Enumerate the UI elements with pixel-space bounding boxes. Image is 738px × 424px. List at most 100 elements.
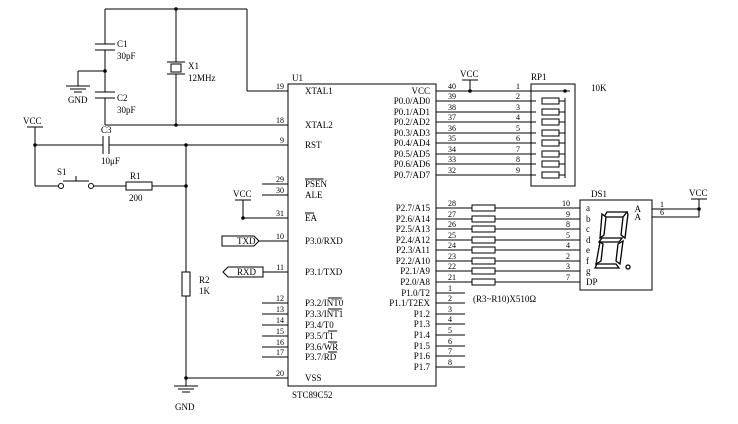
s1-ref: S1 [57, 167, 67, 177]
ds1-pin-name: d [586, 235, 591, 245]
vcc-label-chip: VCC [460, 69, 479, 79]
pin-number: 9 [280, 136, 284, 145]
vcc-label-reset: VCC [23, 116, 42, 126]
junction-dot [174, 7, 178, 11]
pin-number: 11 [276, 263, 284, 272]
ds1-common-pin-number: 1 [660, 200, 664, 209]
pin-name: ALE [305, 190, 323, 200]
pin-number: 2 [448, 294, 452, 303]
pin-name: P0.2/AD2 [394, 117, 430, 127]
capacitor-c2 [95, 91, 115, 99]
pin-name: P3.4/T0 [305, 320, 334, 330]
rp1-pin-number: 3 [516, 103, 520, 112]
rxd-port [222, 266, 264, 278]
pin-name: P2.2/A10 [396, 256, 431, 266]
capacitor-c3 [102, 136, 110, 154]
junction-dot [563, 89, 567, 93]
pin-name: P0.3/AD3 [394, 128, 431, 138]
segment-resistor [471, 225, 496, 233]
ds1-pin-name: b [586, 214, 591, 224]
pin-number: 17 [276, 348, 284, 357]
rp1-resistor [541, 150, 560, 158]
pin-number: 37 [448, 113, 456, 122]
pin-number: 40 [448, 82, 456, 91]
ds1-pin-name: g [586, 266, 591, 276]
ds1-pin-number: 5 [566, 231, 570, 240]
gnd-symbol-bottom [174, 385, 198, 393]
pin-name: P0.6/AD6 [394, 159, 431, 169]
rp1-resistor [541, 97, 560, 105]
r3-r10-label: (R3~R10)X510Ω [473, 294, 536, 304]
rp1-body [530, 83, 576, 187]
x1-value: 12MHz [188, 73, 216, 83]
pin-number: 1 [448, 284, 452, 293]
pin-number: 32 [448, 166, 456, 175]
pin-number: 21 [448, 273, 456, 282]
ds1-pin-number: 4 [566, 241, 570, 250]
r1-ref: R1 [130, 171, 141, 181]
ds1-body [579, 199, 653, 291]
r2-ref: R2 [199, 275, 210, 285]
junction-dot [697, 207, 701, 211]
pin-name: PSEN [305, 179, 328, 189]
pin-number: 12 [276, 294, 284, 303]
pin-name: P2.6/A14 [396, 214, 431, 224]
pin-number: 30 [276, 186, 284, 195]
gnd-label-top: GND [68, 95, 88, 105]
segment-resistor [471, 278, 496, 286]
junction-dot [184, 143, 188, 147]
pin-name: P3.2/INT0 [305, 298, 344, 308]
junction-dot [184, 184, 188, 188]
pin-number: 26 [448, 220, 456, 229]
pin-name: P1.3 [414, 319, 431, 329]
txd-label: TXD [237, 236, 256, 246]
pin-number: 22 [448, 262, 456, 271]
x1-ref: X1 [188, 61, 199, 71]
ds1-pin-number: 10 [562, 199, 570, 208]
pin-number: 13 [276, 305, 284, 314]
pin-number: 7 [448, 347, 452, 356]
pin-number: 24 [448, 241, 456, 250]
ds1-common-pin-number: 6 [660, 208, 664, 217]
seven-segment-digit-icon [593, 210, 631, 270]
segment-resistor [471, 257, 496, 265]
pin-name: P3.5/T1 [305, 331, 334, 341]
ds1-pin-name: DP [586, 277, 598, 287]
pin-name: XTAL1 [305, 86, 333, 96]
rp1-resistor [541, 129, 560, 137]
pin-name: EA [305, 213, 317, 223]
r1-value: 200 [129, 193, 143, 203]
pin-name: P2.4/A12 [396, 235, 430, 245]
rp1-pin-number: 8 [516, 155, 520, 164]
ds1-ref: DS1 [591, 189, 607, 199]
ds1-common-pin-name: A [635, 204, 642, 214]
pin-number: 29 [276, 175, 284, 184]
pin-name: P0.4/AD4 [394, 138, 431, 148]
ds1-pin-number: 3 [566, 262, 570, 271]
pin-name: P2.1/A9 [400, 266, 430, 276]
resistor-r1 [125, 181, 153, 191]
rp1-resistor [541, 160, 560, 168]
symbols [27, 43, 707, 393]
gnd-label-bottom: GND [175, 402, 195, 412]
pin-number: 3 [448, 305, 452, 314]
pin-number: 38 [448, 103, 456, 112]
segment-resistor [471, 215, 496, 223]
pin-name: P2.7/A15 [396, 203, 431, 213]
rxd-label: RXD [237, 267, 257, 277]
pin-name: P0.0/AD0 [394, 96, 431, 106]
pin-number: 18 [276, 116, 284, 125]
pin-name: P3.6/WR [305, 342, 338, 352]
pin-name: P1.2 [414, 309, 430, 319]
pin-name: P1.0/T2 [401, 288, 430, 298]
capacitor-c1 [95, 43, 115, 51]
txd-port [221, 235, 260, 247]
pin-number: 39 [448, 92, 456, 101]
pin-name: P2.3/A11 [396, 245, 430, 255]
ds1-pin-name: a [586, 203, 590, 213]
pin-number: 31 [276, 209, 284, 218]
junction-dot [468, 89, 472, 93]
